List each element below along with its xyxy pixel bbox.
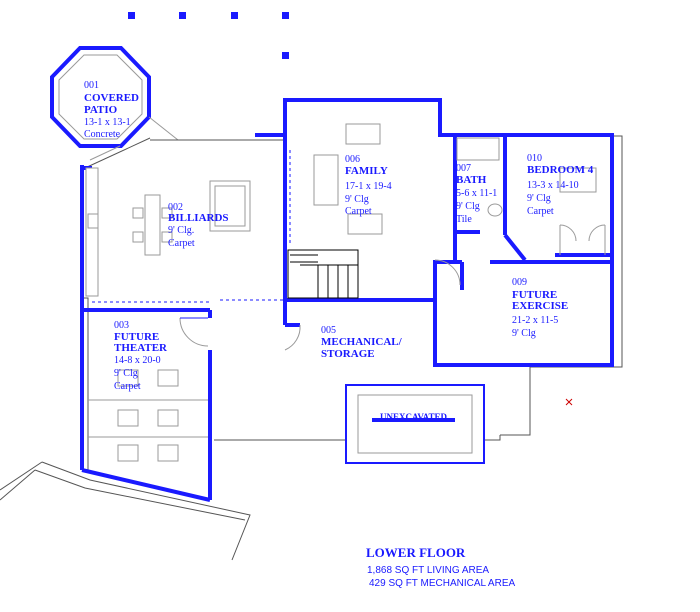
svg-text:FUTURE: FUTURE — [114, 331, 159, 343]
room-label-billiards: 002 BILLIARDS 9' Clg. Carpet — [168, 202, 229, 249]
svg-text:9' Clg: 9' Clg — [456, 201, 480, 212]
svg-text:21-2 x 11-5: 21-2 x 11-5 — [512, 315, 558, 326]
svg-text:BEDROOM 4: BEDROOM 4 — [527, 164, 594, 176]
svg-text:BATH: BATH — [456, 174, 487, 186]
svg-text:Carpet: Carpet — [527, 206, 554, 217]
svg-text:005: 005 — [321, 325, 336, 336]
svg-text:006: 006 — [345, 154, 360, 165]
svg-text:9' Clg: 9' Clg — [114, 368, 138, 379]
svg-text:MECHANICAL/: MECHANICAL/ — [321, 336, 403, 348]
unexcavated-area — [345, 384, 485, 464]
doors — [179, 224, 606, 351]
svg-text:001: 001 — [84, 80, 99, 91]
legend-mechanical-area: 429 SQ FT MECHANICAL AREA — [369, 578, 515, 589]
unexcavated-label: UNEXCAVATED — [380, 412, 448, 422]
svg-text:FUTURE: FUTURE — [512, 289, 557, 301]
svg-text:13-3 x 14-10: 13-3 x 14-10 — [527, 180, 579, 191]
svg-text:Concrete: Concrete — [84, 129, 121, 140]
svg-text:Carpet: Carpet — [345, 206, 372, 217]
svg-text:14-8 x 20-0: 14-8 x 20-0 — [114, 355, 161, 366]
room-label-bedroom: 010 BEDROOM 4 13-3 x 14-10 9' Clg Carpet — [527, 153, 594, 217]
svg-text:13-1 x 13-1: 13-1 x 13-1 — [84, 117, 131, 128]
svg-text:BILLIARDS: BILLIARDS — [168, 212, 229, 224]
svg-text:STORAGE: STORAGE — [321, 348, 375, 360]
legend-living-area: 1,868 SQ FT LIVING AREA — [367, 565, 489, 576]
interior-walls — [80, 98, 614, 502]
room-label-theater: 003 FUTURE THEATER 14-8 x 20-0 9' Clg Ca… — [114, 320, 168, 392]
svg-text:COVERED: COVERED — [84, 92, 139, 104]
svg-text:Carpet: Carpet — [168, 238, 195, 249]
openings — [92, 150, 291, 303]
svg-text:9' Clg: 9' Clg — [345, 194, 369, 205]
svg-text:FAMILY: FAMILY — [345, 165, 388, 177]
svg-text:EXERCISE: EXERCISE — [512, 300, 568, 312]
svg-text:PATIO: PATIO — [84, 104, 118, 116]
legend-title: LOWER FLOOR — [366, 545, 466, 560]
svg-text:009: 009 — [512, 277, 527, 288]
svg-text:007: 007 — [456, 163, 471, 174]
svg-text:5-6 x 11-1: 5-6 x 11-1 — [456, 188, 497, 199]
svg-text:010: 010 — [527, 153, 542, 164]
stairs — [287, 249, 359, 299]
svg-text:THEATER: THEATER — [114, 342, 168, 354]
floor-legend: LOWER FLOOR 1,868 SQ FT LIVING AREA 429 … — [366, 545, 515, 589]
svg-text:002: 002 — [168, 202, 183, 213]
svg-text:9' Clg: 9' Clg — [512, 328, 536, 339]
room-label-family: 006 FAMILY 17-1 x 19-4 9' Clg Carpet — [345, 154, 392, 217]
furniture — [85, 123, 597, 462]
svg-text:Tile: Tile — [456, 214, 472, 225]
room-label-patio: 001 COVERED PATIO 13-1 x 13-1 Concrete — [84, 80, 139, 140]
marker-crosses — [565, 398, 573, 406]
room-label-bath: 007 BATH 5-6 x 11-1 9' Clg Tile — [456, 163, 497, 225]
svg-text:Carpet: Carpet — [114, 381, 141, 392]
svg-text:17-1 x 19-4: 17-1 x 19-4 — [345, 181, 392, 192]
svg-text:9' Clg.: 9' Clg. — [168, 225, 194, 236]
site-markers — [128, 12, 289, 59]
svg-text:9' Clg: 9' Clg — [527, 193, 551, 204]
covered-patio-structure — [50, 46, 179, 161]
room-label-mechanical: 005 MECHANICAL/ STORAGE — [321, 325, 403, 360]
svg-text:003: 003 — [114, 320, 129, 331]
room-label-exercise: 009 FUTURE EXERCISE 21-2 x 11-5 9' Clg — [512, 277, 568, 339]
